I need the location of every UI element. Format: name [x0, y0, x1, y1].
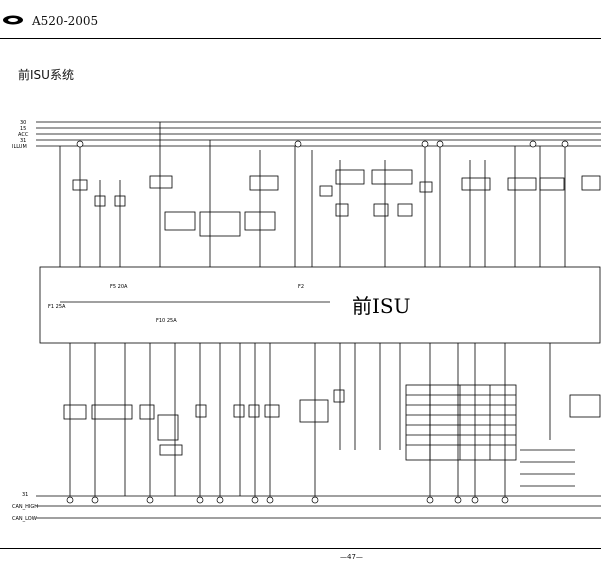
- section-title: 前ISU系统: [18, 68, 74, 82]
- fuse-label: F10 25A: [156, 318, 177, 324]
- bottom-rail-label: CAN_LOW: [12, 516, 37, 522]
- footer-divider: [0, 548, 601, 549]
- bottom-rail-label: CAN_HIGH: [12, 504, 38, 510]
- rail-label: ILLUM: [12, 144, 27, 150]
- chery-logo-icon: [3, 15, 23, 25]
- rail-label: 30: [20, 120, 26, 126]
- bottom-rail-label: 31: [22, 492, 28, 498]
- page-number: —47—: [340, 553, 363, 561]
- rail-label: ACC: [18, 132, 29, 138]
- fuse-label: F2: [298, 284, 304, 290]
- rail-label: 15: [20, 126, 26, 132]
- header-divider: [0, 38, 601, 39]
- isu-module-label: 前ISU: [352, 294, 410, 318]
- page-header: A520-2005: [0, 0, 601, 40]
- fuse-label: F5 20A: [110, 284, 128, 290]
- rail-label: 31: [20, 138, 26, 144]
- document-title: A520-2005: [32, 14, 99, 28]
- fuse-label: F1 25A: [48, 304, 66, 310]
